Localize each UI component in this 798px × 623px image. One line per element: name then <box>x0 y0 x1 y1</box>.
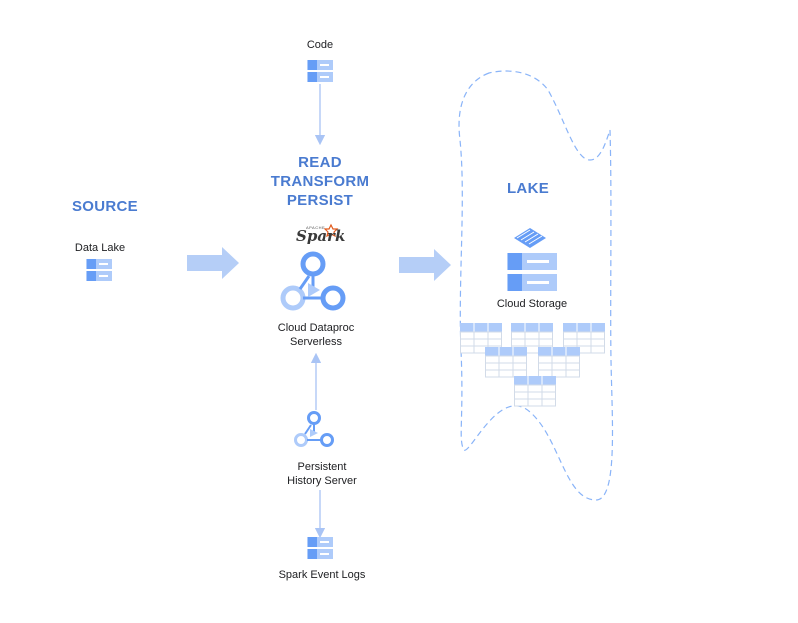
code-server-icon <box>307 60 333 82</box>
event-logs-server-icon <box>307 537 333 559</box>
code-label: Code <box>306 39 334 51</box>
lake-table-icon <box>484 346 528 378</box>
history-server-icon <box>294 411 334 447</box>
lake-boundary <box>458 70 614 501</box>
spark-star-icon <box>323 223 339 238</box>
cloud-storage-icon <box>507 228 557 291</box>
spark-logo: Spark <box>296 227 346 245</box>
source-heading: SOURCE <box>72 198 138 215</box>
dataproc-label-line2: Serverless <box>290 336 342 348</box>
cloud-storage-label: Cloud Storage <box>496 298 568 310</box>
history-server-label-line2: History Server <box>287 475 357 487</box>
process-heading-transform: TRANSFORM <box>270 173 370 190</box>
process-to-lake-arrow <box>399 249 451 281</box>
spark-logo-apache: APACHE <box>306 225 326 230</box>
event-logs-label: Spark Event Logs <box>278 569 366 581</box>
lake-heading: LAKE <box>506 180 550 197</box>
process-heading-read: READ <box>298 154 342 171</box>
data-lake-server-icon <box>86 259 112 281</box>
dataproc-label-line1: Cloud Dataproc <box>277 322 355 334</box>
lake-table-icon <box>513 375 557 407</box>
data-lake-label: Data Lake <box>74 242 126 254</box>
process-heading-persist: PERSIST <box>286 192 354 209</box>
lake-table-icon <box>537 346 581 378</box>
dataproc-icon <box>280 251 346 311</box>
history-server-label-line1: Persistent <box>297 461 347 473</box>
source-to-process-arrow <box>187 247 239 279</box>
